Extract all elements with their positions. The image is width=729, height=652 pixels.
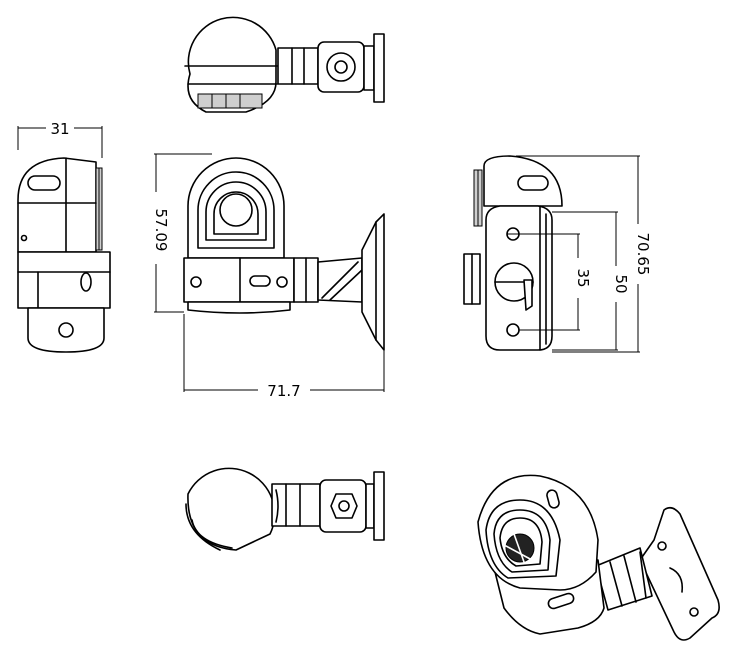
back-view: 35 50 70.65 bbox=[463, 155, 652, 353]
isometric-view bbox=[477, 474, 720, 641]
side-view: 31 bbox=[17, 120, 111, 353]
dim-front-width: 71.7 bbox=[267, 382, 300, 400]
top-view bbox=[184, 16, 385, 113]
bottom-view bbox=[185, 467, 385, 551]
dim-side-width: 31 bbox=[50, 120, 69, 138]
dim-total-height: 70.65 bbox=[634, 233, 652, 276]
dim-hole-inner: 35 bbox=[574, 268, 592, 287]
dim-hole-outer: 50 bbox=[612, 274, 630, 293]
dim-front-height: 57.09 bbox=[152, 209, 170, 252]
front-view: 57.09 71.7 bbox=[152, 153, 385, 400]
